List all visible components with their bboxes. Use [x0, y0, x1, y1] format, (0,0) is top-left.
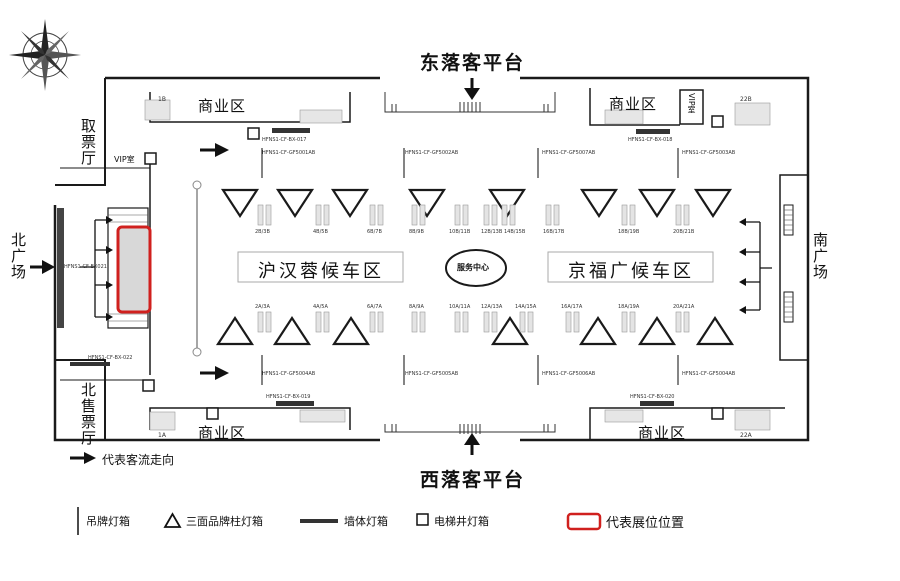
fixture-code: HFNS1-CF-GF5004AB	[682, 371, 736, 377]
vip-room-right: VIP室	[687, 93, 696, 114]
gate-22a: 22A	[740, 432, 752, 439]
gate-label: 12A/13A	[481, 304, 503, 310]
gate-label: 16B/17B	[543, 229, 565, 235]
gate-label: 20A/21A	[673, 304, 695, 310]
wall-code: HFNS1-CF-BX-022	[88, 355, 133, 361]
vip-room-left: VIP室	[114, 155, 135, 164]
gate-label: 8B/9B	[409, 229, 424, 235]
fixture-code: HFNS1-CF-GF5002AB	[405, 150, 459, 156]
fixture-code: HFNS1-CF-GF5007AB	[542, 150, 596, 156]
gate-label: 2B/3B	[255, 229, 270, 235]
commercial-zone-bottom-left: 商业区	[198, 424, 247, 442]
fixture-code: HFNS1-CF-GF5004AB	[262, 371, 316, 377]
gate-label: 14A/15A	[515, 304, 537, 310]
gate-label: 10A/11A	[449, 304, 471, 310]
legend-elevator-box: 电梯井灯箱	[434, 515, 489, 528]
wall-code: HFNS1-CF-BX-018	[628, 137, 673, 143]
gate-label: 6B/7B	[367, 229, 382, 235]
legend-graphics	[70, 452, 602, 535]
fixture-code: HFNS1-CF-GF5003AB	[682, 150, 736, 156]
legend-wall-box: 墙体灯箱	[344, 515, 388, 528]
wall-code: HFNS1-CF-BX-019	[266, 394, 311, 400]
fixture-code: HFNS1-CF-GF5006AB	[542, 371, 596, 377]
west-platform-label: 西落客平台	[420, 469, 526, 491]
gate-label: 8A/9A	[409, 304, 424, 310]
commercial-zone-bottom-right: 商业区	[638, 424, 687, 442]
fixture-code: HFNS1-CF-GF5001AB	[262, 150, 316, 156]
east-platform-label: 东落客平台	[420, 52, 526, 74]
legend-hanging-sign: 吊牌灯箱	[86, 515, 130, 528]
commercial-zone-top-right: 商业区	[609, 95, 658, 113]
south-plaza-label: 南广场	[811, 232, 829, 280]
legend-triangle-column: 三面品牌柱灯箱	[186, 515, 263, 528]
legend-booth: 代表展位位置	[606, 516, 685, 531]
gate-1a: 1A	[158, 432, 166, 439]
gate-label: 4B/5B	[313, 229, 328, 235]
fixture-code: HFNS1-CF-GF5005AB	[405, 371, 459, 377]
service-center-label: 服务中心	[457, 263, 489, 272]
gate-22b: 22B	[740, 96, 752, 103]
gate-label: 12B/13B	[481, 229, 503, 235]
wall-code: HFNS1-CF-BX-020	[630, 394, 675, 400]
booth-marker	[116, 225, 152, 314]
gate-label: 2A/3A	[255, 304, 270, 310]
ticket-pickup-hall-label: 取票厅	[79, 118, 97, 166]
gate-label: 14B/15B	[504, 229, 526, 235]
gate-label: 4A/5A	[313, 304, 328, 310]
gate-label: 18A/19A	[618, 304, 640, 310]
legend-flow: 代表客流走向	[102, 453, 175, 467]
gate-label: 10B/11B	[449, 229, 471, 235]
wall-code: HFNS1-CF-BX021	[64, 264, 107, 270]
wall-code: HFNS1-CF-BX-017	[262, 137, 307, 143]
waiting-area-west: 沪汉蓉候车区	[258, 261, 384, 282]
north-ticket-hall-label: 北售票厅	[79, 382, 97, 446]
gate-label: 20B/21B	[673, 229, 695, 235]
north-plaza-label: 北广场	[9, 232, 27, 280]
compass-icon	[9, 19, 81, 91]
gate-label: 6A/7A	[367, 304, 382, 310]
commercial-zone-top-left: 商业区	[198, 97, 247, 115]
gate-label: 16A/17A	[561, 304, 583, 310]
gate-label: 18B/19B	[618, 229, 640, 235]
waiting-area-east: 京福广候车区	[568, 261, 694, 282]
gate-1b: 1B	[158, 96, 166, 103]
